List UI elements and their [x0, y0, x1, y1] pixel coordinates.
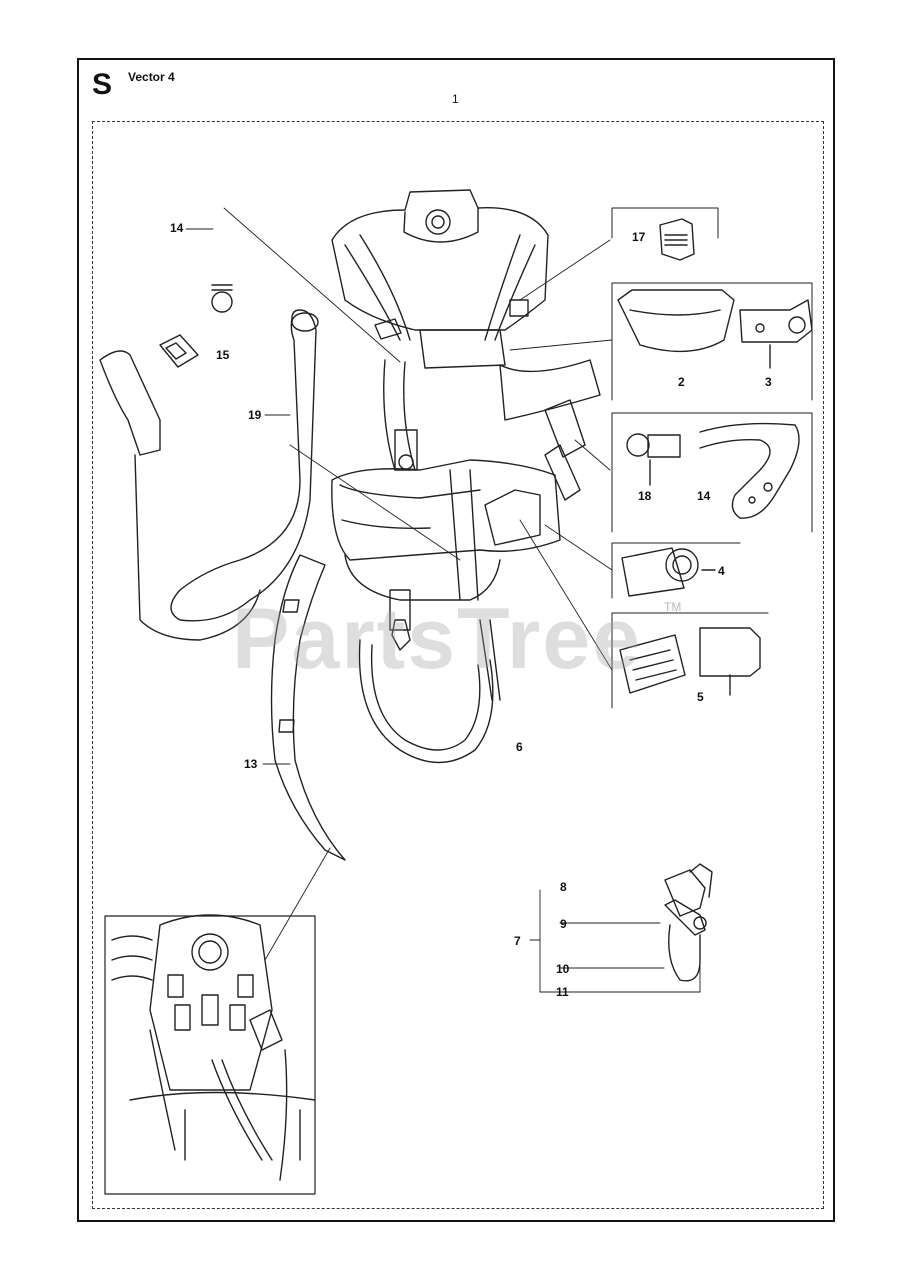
- inset-boxes: [611, 207, 813, 709]
- part-14-strap: [699, 422, 800, 519]
- part-4-buckle: [621, 547, 716, 597]
- part-15-clip: [99, 284, 261, 641]
- detail-inset: [104, 915, 316, 1195]
- callout-17: 17: [632, 230, 646, 244]
- callout-15: 15: [216, 348, 230, 362]
- part-17-buckle: [659, 218, 695, 261]
- part-18-buckle: [626, 433, 681, 486]
- part-3-bracket: [739, 299, 813, 369]
- callout-9: 9: [560, 917, 567, 931]
- diagram-frame: [77, 58, 835, 1222]
- callout-10: 10: [556, 962, 570, 976]
- detail-inset-drawing: [111, 914, 316, 1181]
- section-title: Vector 4: [128, 70, 175, 84]
- callout-18: 18: [638, 489, 652, 503]
- part-5-buckle: [619, 627, 761, 696]
- part-2-plate: [617, 289, 735, 353]
- callout-14: 14: [170, 221, 184, 235]
- watermark-trademark: TM: [664, 600, 682, 614]
- harness-body: [331, 189, 601, 764]
- section-letter: S: [92, 68, 113, 101]
- part-19-tube: [170, 309, 319, 622]
- callout-14-inset: 14: [697, 489, 711, 503]
- assembly-number: 1: [452, 92, 459, 106]
- callout-4: 4: [718, 564, 725, 578]
- callout-3: 3: [765, 375, 772, 389]
- leader-lines: [185, 207, 701, 993]
- part-7-clip: [664, 863, 713, 982]
- watermark: PartsTree: [232, 591, 643, 687]
- callout-7: 7: [514, 934, 521, 948]
- callout-2: 2: [678, 375, 685, 389]
- assembly-boundary: [92, 121, 824, 1209]
- callout-13: 13: [244, 757, 258, 771]
- callout-8: 8: [560, 880, 567, 894]
- callout-11: 11: [556, 985, 569, 999]
- callout-6: 6: [516, 740, 523, 754]
- part-13-strap: [270, 554, 346, 861]
- callout-19: 19: [248, 408, 262, 422]
- callout-5: 5: [697, 690, 704, 704]
